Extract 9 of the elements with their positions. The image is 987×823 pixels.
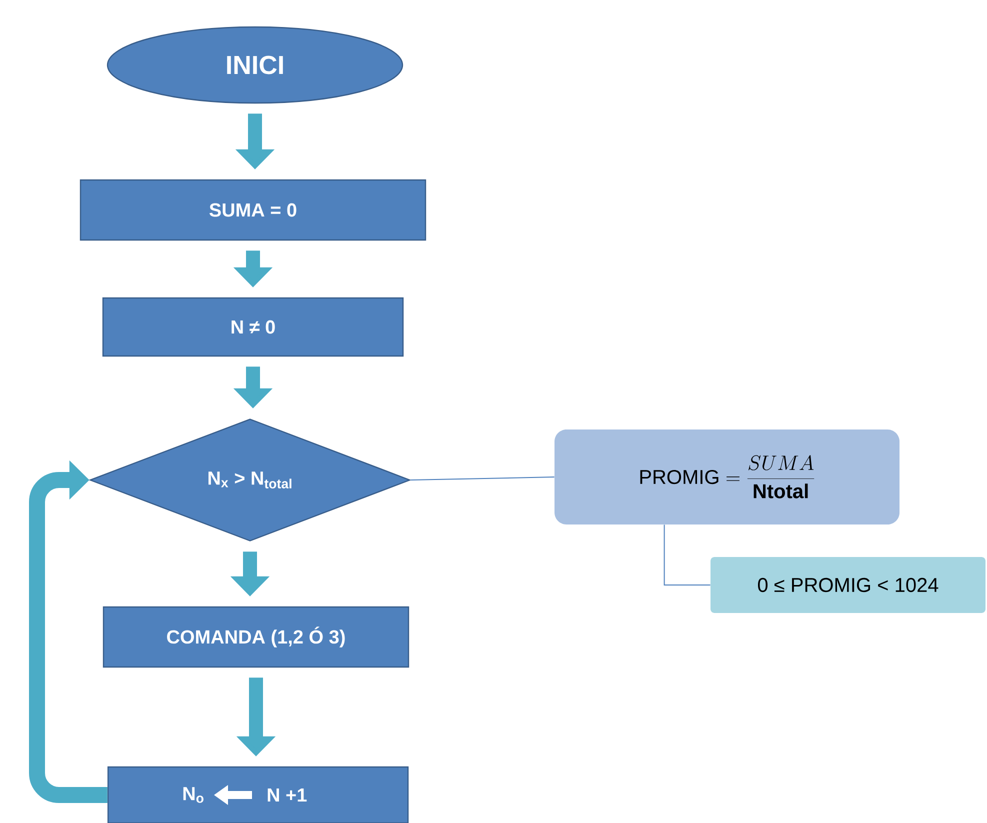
loop-arrow bbox=[29, 460, 108, 803]
process-box: SUMA = 0 bbox=[80, 179, 426, 241]
formula-box: $\mathrm{PROMIG} = \frac{SUMA}{\mathbf{Ntotal}}$ bbox=[554, 430, 900, 524]
process-box: N$_{o}$ N +1 bbox=[107, 766, 409, 823]
process-box: N ≠ 0 bbox=[102, 297, 404, 357]
connector-line bbox=[410, 476, 555, 480]
range-box: 0 ≤ PROMIG < 1024 bbox=[710, 557, 986, 613]
connector-line bbox=[664, 524, 711, 586]
process-box: COMANDA (1,2 Ó 3) bbox=[102, 606, 410, 668]
